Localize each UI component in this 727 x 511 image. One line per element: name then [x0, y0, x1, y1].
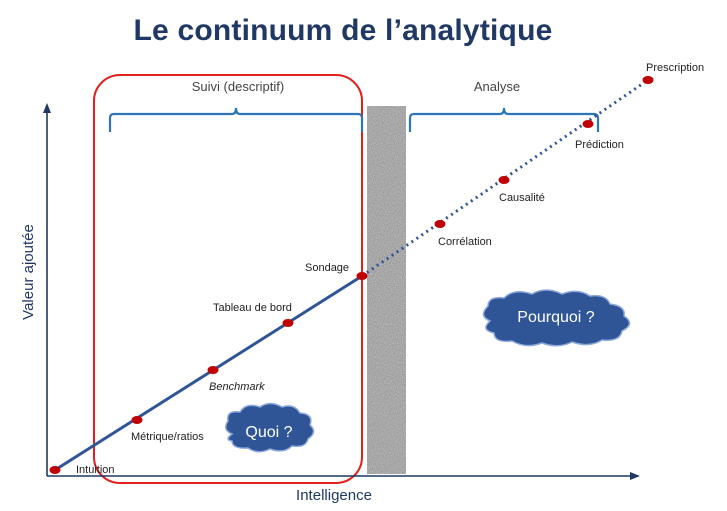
bracket-suivi [108, 107, 364, 132]
stage-markers [49, 76, 654, 474]
stage-label-intuition: Intuition [76, 464, 115, 476]
marker-causalite [498, 176, 510, 184]
stage-label-prescription: Prescription [646, 62, 704, 74]
x-axis-label: Intelligence [296, 487, 372, 504]
stage-label-metrique: Métrique/ratios [131, 431, 204, 443]
marker-prescription [642, 76, 654, 84]
section-label-suivi: Suivi (descriptif) [192, 79, 284, 94]
continuum-line-dotted [361, 78, 649, 278]
section-label-analyse: Analyse [474, 79, 520, 94]
cloud-quoi: Quoi ? [225, 402, 315, 453]
stage-label-correlation: Corrélation [438, 236, 492, 248]
y-axis-label: Valeur ajoutée [20, 224, 37, 320]
x-axis-arrow-icon [630, 472, 640, 480]
marker-intuition [49, 466, 61, 474]
page-title: Le continuum de l’analytique [133, 14, 553, 47]
cloud-pourquoi-text: Pourquoi ? [517, 309, 594, 326]
stage-label-sondage: Sondage [305, 262, 349, 274]
y-axis-arrow-icon [43, 103, 51, 113]
marker-sondage [356, 272, 368, 280]
bracket-analyse [408, 107, 600, 132]
stage-label-tableau: Tableau de bord [213, 302, 292, 314]
stage-label-benchmark: Benchmark [209, 381, 265, 393]
marker-tableau [282, 319, 294, 327]
stage-label-causalite: Causalité [499, 192, 545, 204]
separator-bar [367, 106, 406, 474]
cloud-quoi-text: Quoi ? [245, 424, 292, 441]
marker-benchmark [207, 366, 219, 374]
stage-label-prediction: Prédiction [575, 139, 624, 151]
cloud-pourquoi: Pourquoi ? [482, 289, 631, 347]
marker-prediction [582, 120, 594, 128]
continuum-line-solid [54, 274, 363, 472]
marker-metrique [131, 416, 143, 424]
marker-correlation [434, 220, 446, 228]
